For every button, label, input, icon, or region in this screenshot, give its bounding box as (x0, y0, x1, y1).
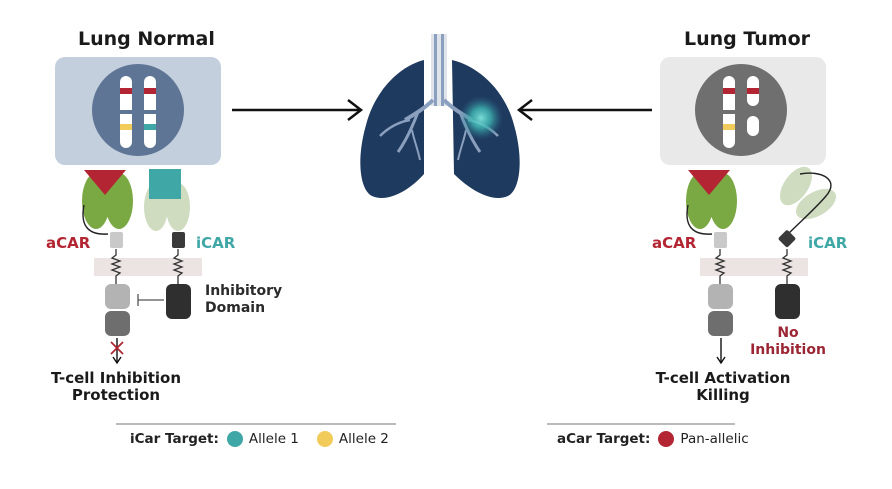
tumor-acar-signal-1 (708, 284, 733, 309)
pan-allelic-dot (658, 431, 675, 447)
normal-membrane (94, 258, 202, 276)
normal-acar-signal-2 (105, 311, 130, 336)
normal-icar-label: iCAR (196, 234, 236, 252)
legend-left: iCar Target: Allele 1 Allele 2 (130, 431, 407, 447)
tumor-outcome-line1: T-cell Activation (655, 369, 791, 387)
legend-right-label: aCar Target: (557, 431, 651, 447)
tumor-acar-label: aCAR (652, 234, 697, 252)
allele2-dot (316, 431, 333, 447)
inhibitory-label-line1: Inhibitory (205, 283, 283, 299)
legend-left-label: iCar Target: (130, 431, 219, 447)
normal-acar-label: aCAR (46, 234, 91, 252)
normal-title: Lung Normal (78, 28, 215, 50)
tumor-nucleus (695, 64, 787, 156)
tumor-outcome-line2: Killing (696, 386, 750, 404)
tumor-cell-panel (660, 57, 826, 165)
legend-item-allele2-label: Allele 2 (338, 431, 389, 447)
inhibitory-label-line2: Domain (205, 300, 266, 316)
tumor-acar-signal-2 (708, 311, 733, 336)
normal-acar-signal-1 (105, 284, 130, 309)
legend-item-allele1-label: Allele 1 (248, 431, 299, 447)
allele1-antigen (149, 169, 181, 199)
legend-item-allele2: Allele 2 (316, 431, 389, 447)
allele1-dot (226, 431, 243, 447)
legend-item-pan-allelic: Pan-allelic (658, 431, 749, 447)
legend-item-pan-allelic-label: Pan-allelic (680, 431, 749, 447)
arrow-left-icon (516, 99, 652, 121)
blocked-x-icon (110, 341, 124, 355)
tumor-spot (459, 96, 503, 140)
normal-outcome-line1: T-cell Inhibition (50, 369, 182, 387)
legend-right: aCar Target: Pan-allelic (557, 431, 767, 447)
legend-item-allele1: Allele 1 (226, 431, 299, 447)
no-inhibition-label: No Inhibition (743, 325, 833, 359)
tumor-title: Lung Tumor (684, 28, 810, 50)
arrow-right-icon (232, 99, 364, 121)
normal-outcome-line2: Protection (71, 386, 161, 404)
no-inhibition-line2: Inhibition (750, 342, 826, 358)
tumor-acar-receptor (686, 170, 737, 248)
pan-allelic-antigen (84, 170, 126, 195)
no-inhibition-line1: No (777, 325, 799, 341)
tumor-inhibitory-domain (775, 284, 800, 319)
chromosome-pair-icon (723, 76, 759, 148)
inhibitory-domain (166, 284, 191, 319)
lungs-icon (360, 34, 520, 198)
tumor-outcome: T-cell Activation Killing (641, 370, 805, 404)
normal-outcome: T-cell Inhibition Protection (36, 370, 196, 404)
chromosome-pair-icon (120, 76, 156, 148)
normal-acar-receptor (82, 170, 133, 248)
pan-allelic-antigen (688, 170, 730, 195)
inhibitory-domain-label: Inhibitory Domain (205, 283, 282, 317)
tumor-membrane (700, 258, 808, 276)
tumor-icar-receptor (778, 166, 836, 248)
normal-cell-panel (55, 57, 221, 165)
normal-icar-receptor (144, 169, 190, 248)
tumor-icar-label: iCAR (808, 234, 848, 252)
